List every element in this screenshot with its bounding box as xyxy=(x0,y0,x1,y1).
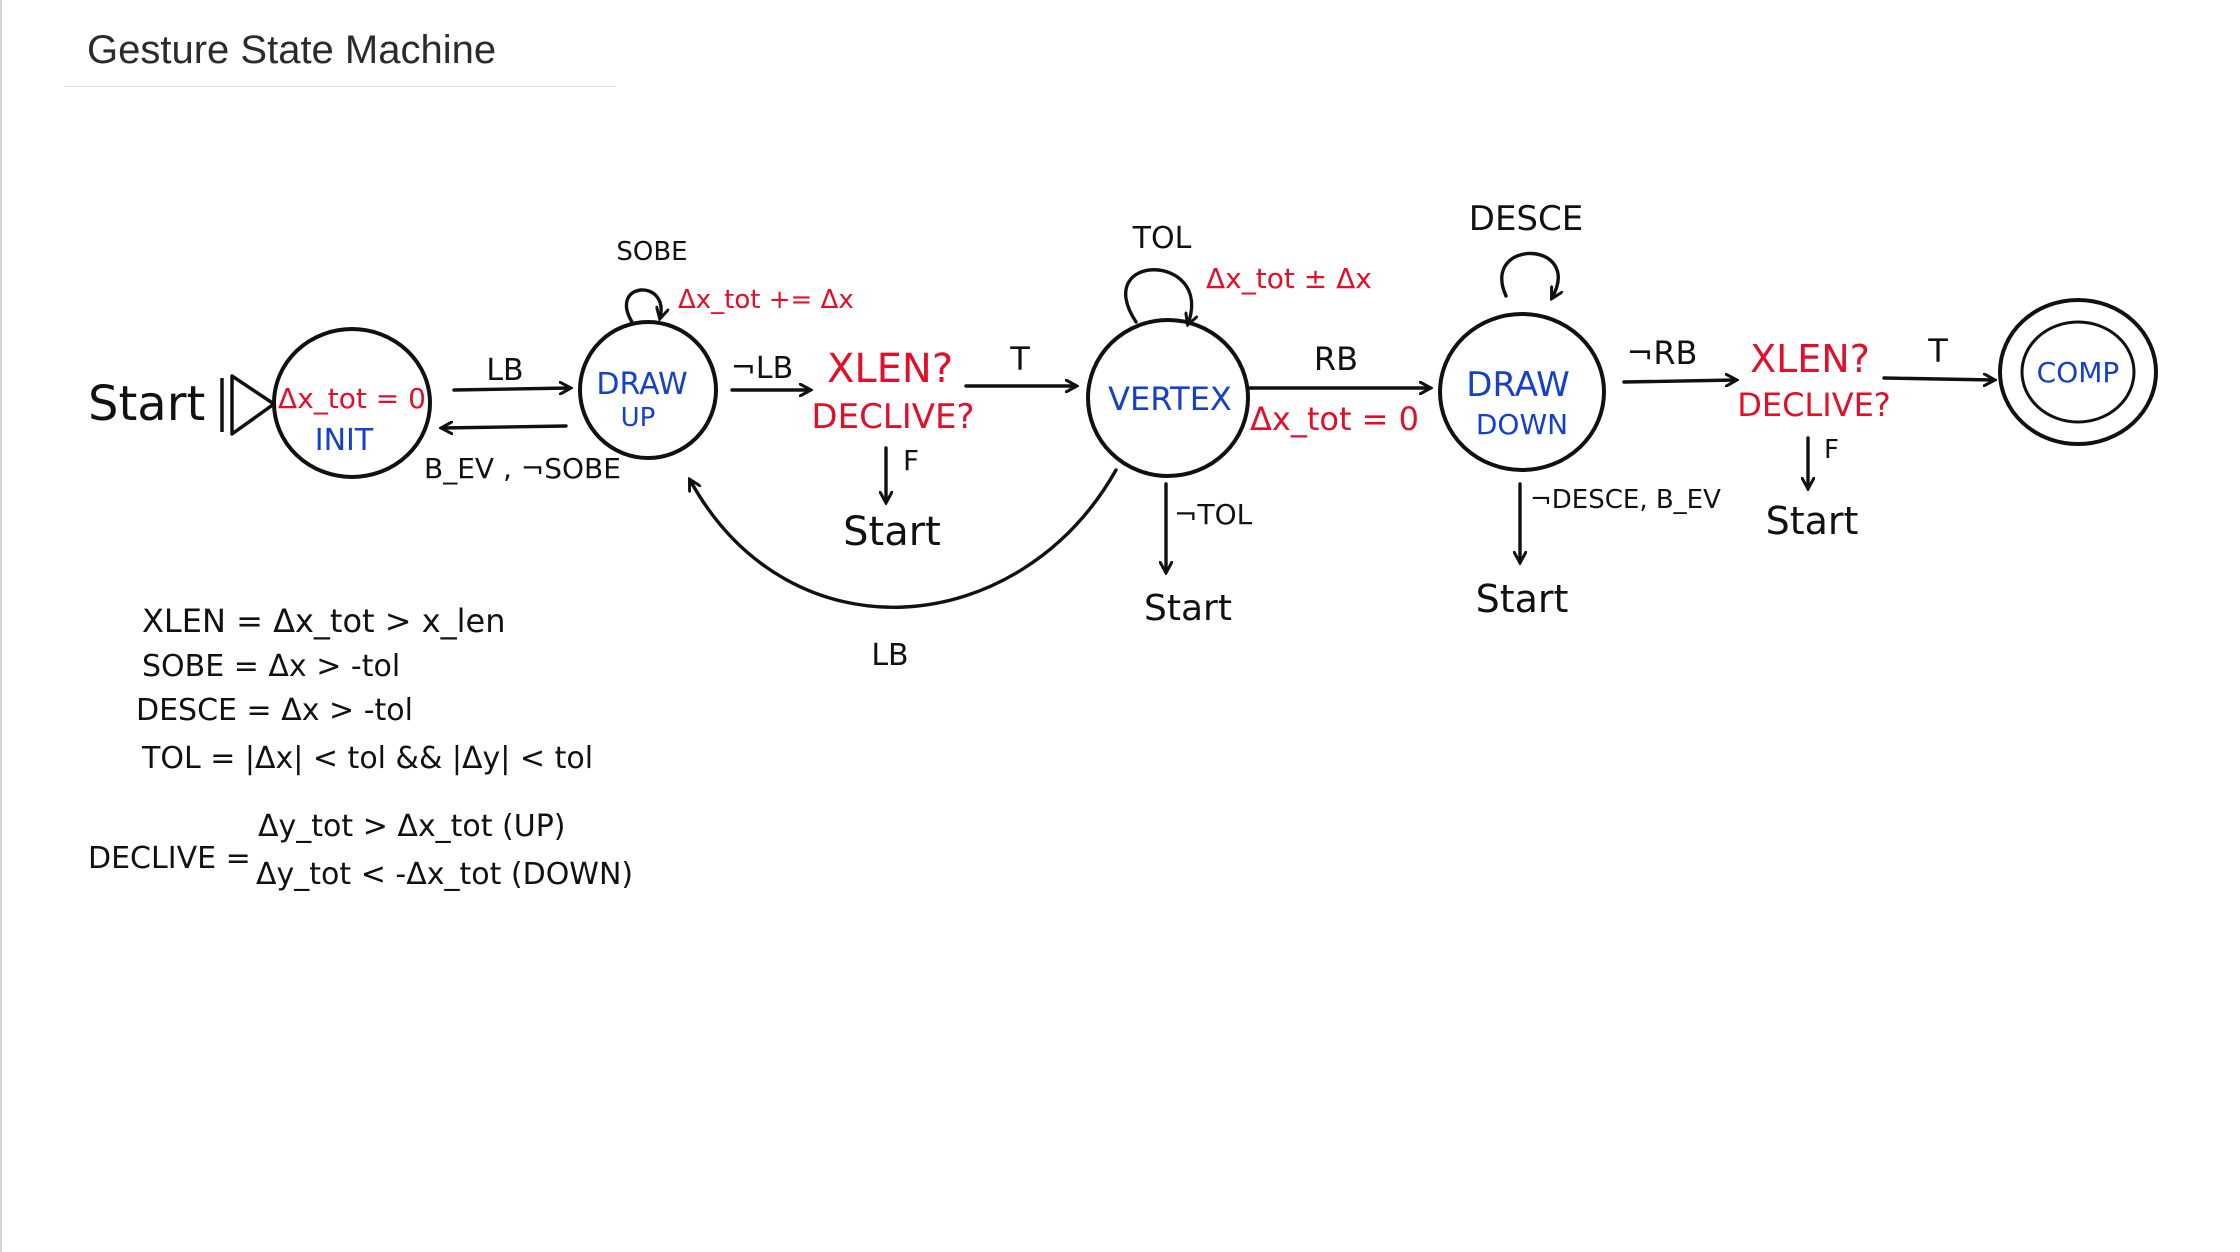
edge-draw-down-self-loop xyxy=(1500,251,1558,298)
edge-draw-down-exit-label: ¬DESCE, B_EV xyxy=(1530,485,1721,515)
definition-declive-down: Δy_tot < -Δx_tot (DOWN) xyxy=(256,857,633,892)
edge-vertex-exit-label: ¬TOL xyxy=(1174,498,1253,531)
draw-down-exit-start-label: Start xyxy=(1476,577,1569,621)
state-init[interactable]: Δx_tot = 0 INIT xyxy=(272,327,432,479)
edge-vertex-self-label: TOL xyxy=(1132,221,1192,256)
edge-vertex-to-draw-up-label: LB xyxy=(871,638,908,673)
edge-check-down-true-label: T xyxy=(1927,332,1948,370)
edge-init-to-draw-up-label: LB xyxy=(486,353,523,388)
check-down-start-label: Start xyxy=(1766,499,1859,543)
draw-down-label-line1: DRAW xyxy=(1466,365,1569,405)
comp-label: COMP xyxy=(2037,356,2120,389)
page-title: Gesture State Machine xyxy=(87,28,497,72)
edge-check-down-true xyxy=(1882,378,1994,380)
edge-draw-up-to-init xyxy=(442,426,568,428)
decision-down-xlen: XLEN? xyxy=(1750,337,1870,381)
definition-tol: TOL = |Δx| < tol && |Δy| < tol xyxy=(141,741,593,776)
start-triangle-icon xyxy=(220,374,276,436)
draw-up-label-line1: DRAW xyxy=(596,367,687,402)
decision-up-xlen: XLEN? xyxy=(827,346,953,392)
state-comp[interactable]: COMP xyxy=(1998,298,2158,446)
draw-down-label-line2: DOWN xyxy=(1476,408,1568,441)
edge-draw-up-self-action: Δx_tot += Δx xyxy=(678,285,854,315)
definition-declive-up: Δy_tot > Δx_tot (UP) xyxy=(258,809,566,844)
edge-check-up-true-label: T xyxy=(1009,340,1030,378)
definition-declive-label: DECLIVE = xyxy=(88,841,251,876)
decision-up-declive: DECLIVE? xyxy=(811,397,974,437)
edge-draw-down-self-label: DESCE xyxy=(1469,199,1583,239)
state-vertex[interactable]: VERTEX xyxy=(1086,318,1250,478)
vertex-exit-start-label: Start xyxy=(1144,588,1232,629)
edge-vertex-to-draw-up xyxy=(690,468,1118,609)
edge-draw-down-to-check xyxy=(1622,380,1736,382)
draw-up-label-line2: UP xyxy=(621,403,656,433)
edge-check-down-false-label: F xyxy=(1824,435,1839,465)
edge-vertex-self-action: Δx_tot ± Δx xyxy=(1206,262,1372,295)
definitions-block: XLEN = Δx_tot > x_len SOBE = Δx > -tol D… xyxy=(88,602,633,892)
definition-xlen: XLEN = Δx_tot > x_len xyxy=(142,602,506,640)
edge-check-up-false-label: F xyxy=(903,444,919,477)
definition-sobe: SOBE = Δx > -tol xyxy=(142,649,400,684)
edge-vertex-to-draw-down-action: Δx_tot = 0 xyxy=(1250,400,1419,438)
edge-draw-up-self-label: SOBE xyxy=(616,237,687,267)
check-up-start-label: Start xyxy=(843,509,941,555)
init-state-label: INIT xyxy=(315,423,374,458)
state-draw-up[interactable]: DRAW UP xyxy=(578,320,718,460)
edge-draw-up-to-check-label: ¬LB xyxy=(731,351,793,386)
edge-draw-up-to-init-label: B_EV , ¬SOBE xyxy=(424,452,621,485)
edge-init-to-draw-up xyxy=(452,388,570,390)
state-draw-down[interactable]: DRAW DOWN xyxy=(1438,312,1606,472)
decision-down-declive: DECLIVE? xyxy=(1737,386,1891,424)
edge-draw-down-to-check-label: ¬RB xyxy=(1627,334,1698,372)
start-label: Start xyxy=(88,376,205,432)
edge-vertex-self-loop xyxy=(1124,268,1192,324)
vertex-label: VERTEX xyxy=(1108,380,1232,418)
definition-desce: DESCE = Δx > -tol xyxy=(136,693,413,728)
page-left-edge xyxy=(0,0,2,1252)
edge-draw-up-self-loop xyxy=(624,288,661,324)
edge-vertex-to-draw-down-label: RB xyxy=(1314,340,1358,378)
init-action-label: Δx_tot = 0 xyxy=(278,382,426,415)
title-underline xyxy=(64,86,616,87)
